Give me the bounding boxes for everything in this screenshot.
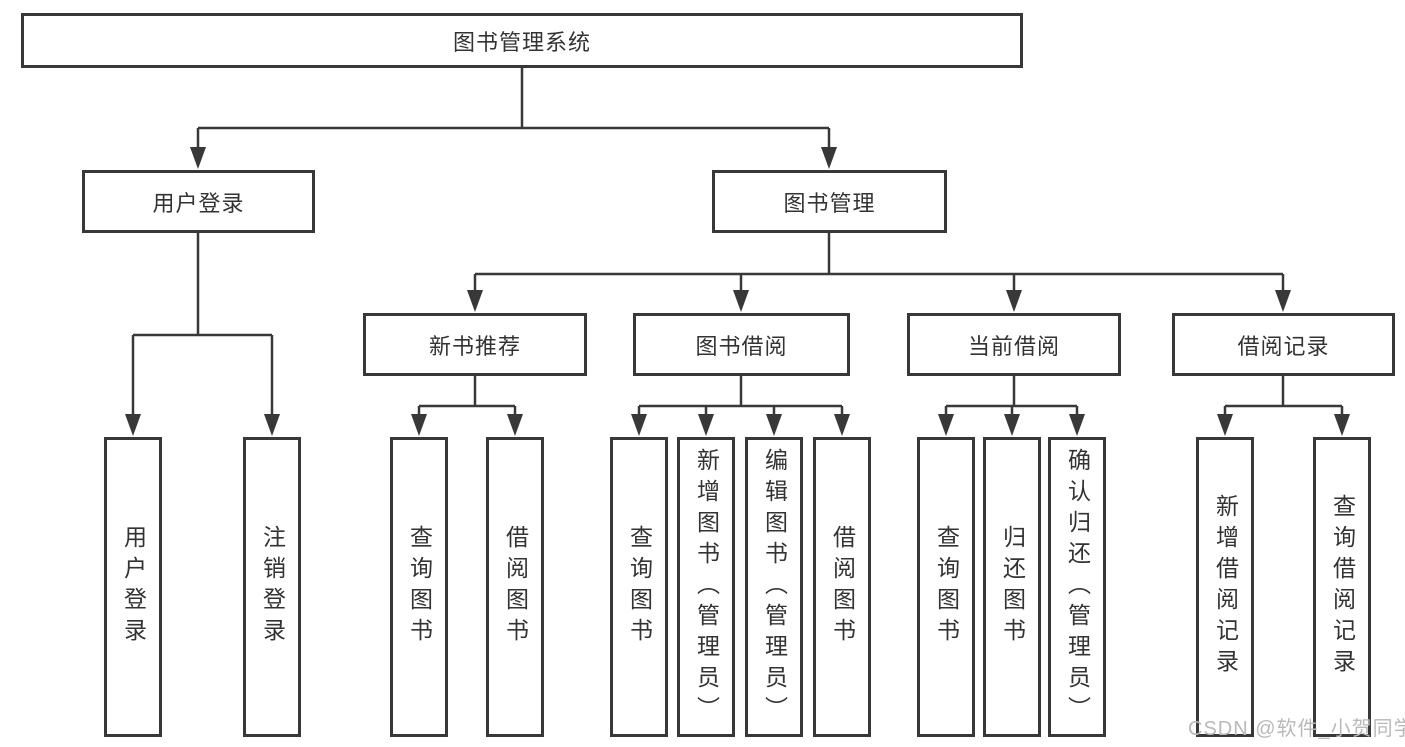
- leaf-user-login: 用户登录: [104, 437, 162, 737]
- leaf-label: 归还图书: [999, 525, 1026, 649]
- leaf-label: 用户登录: [120, 525, 147, 649]
- node-label: 图书管理: [783, 190, 876, 216]
- node-new-book-recommend: 新书推荐: [363, 313, 587, 376]
- node-label: 新书推荐: [428, 333, 521, 359]
- leaf-label: 查询借阅记录: [1329, 494, 1356, 680]
- node-label: 图书管理系统: [452, 29, 591, 55]
- leaf-label: 查询图书: [933, 525, 960, 649]
- node-book-borrow: 图书借阅: [633, 313, 850, 376]
- leaf-borrow-query-books: 查询图书: [610, 437, 668, 737]
- leaf-newbook-borrow-books: 借阅图书: [486, 437, 544, 737]
- leaf-current-query-books: 查询图书: [917, 437, 975, 737]
- node-current-borrow: 当前借阅: [907, 313, 1121, 376]
- node-root-system: 图书管理系统: [21, 13, 1023, 68]
- leaf-borrow-edit-books-admin: 编辑图书（管理员）: [745, 437, 803, 737]
- leaf-borrow-add-books-admin: 新增图书（管理员）: [677, 437, 735, 737]
- leaf-borrow-borrow-books: 借阅图书: [813, 437, 871, 737]
- leaf-current-confirm-return-admin: 确认归还（管理员）: [1048, 437, 1106, 737]
- node-label: 图书借阅: [695, 333, 788, 359]
- leaf-label: 注销登录: [259, 525, 286, 649]
- leaf-record-add-borrow-record: 新增借阅记录: [1196, 437, 1254, 737]
- node-label: 当前借阅: [967, 333, 1060, 359]
- leaf-label: 借阅图书: [502, 525, 529, 649]
- node-book-management: 图书管理: [712, 170, 947, 233]
- leaf-label: 编辑图书（管理员）: [761, 447, 788, 727]
- leaf-label: 借阅图书: [829, 525, 856, 649]
- leaf-newbook-query-books: 查询图书: [390, 437, 448, 737]
- leaf-label: 查询图书: [406, 525, 433, 649]
- node-user-login: 用户登录: [82, 170, 315, 233]
- leaf-label: 确认归还（管理员）: [1064, 447, 1091, 727]
- leaf-label: 查询图书: [626, 525, 653, 649]
- arrowheads: [125, 147, 1350, 436]
- leaf-label: 新增借阅记录: [1212, 494, 1239, 680]
- leaf-logout: 注销登录: [243, 437, 301, 737]
- csdn-watermark: CSDN @软件_小贺同学: [1188, 718, 1405, 740]
- node-label: 用户登录: [152, 190, 245, 216]
- leaf-current-return-books: 归还图书: [983, 437, 1041, 737]
- node-borrow-record: 借阅记录: [1172, 313, 1395, 376]
- leaf-label: 新增图书（管理员）: [693, 447, 720, 727]
- leaf-record-query-borrow-record: 查询借阅记录: [1313, 437, 1371, 737]
- node-label: 借阅记录: [1237, 333, 1330, 359]
